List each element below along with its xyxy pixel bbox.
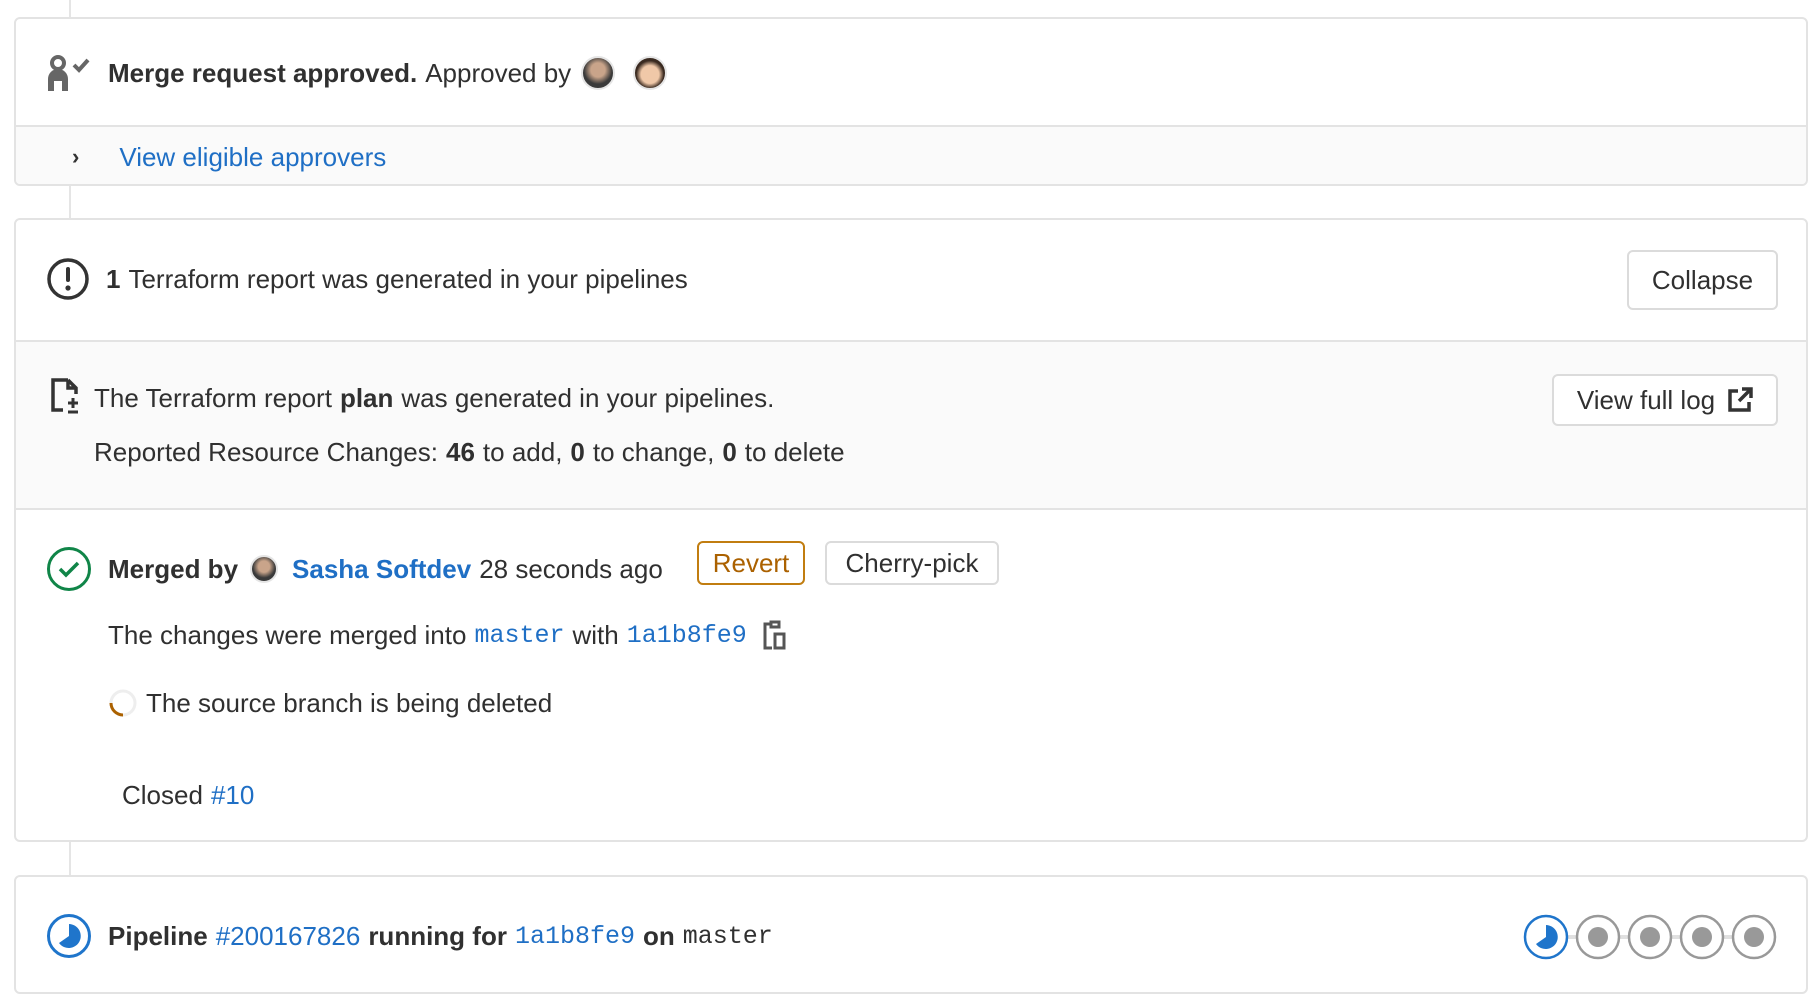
merged-by-user-link[interactable]: Sasha Softdev — [292, 553, 472, 584]
terraform-report-count: 1 — [106, 263, 121, 294]
changes-label: Reported Resource Changes: — [94, 436, 438, 467]
with-text: with — [572, 619, 619, 650]
pipeline-stages — [1523, 914, 1777, 960]
add-count: 46 — [445, 436, 475, 467]
stage-running[interactable] — [1523, 914, 1569, 960]
view-full-log-label: View full log — [1576, 384, 1716, 415]
pipeline-commit-link[interactable]: 1a1b8fe9 — [514, 921, 635, 951]
delete-label: to delete — [744, 436, 845, 467]
change-count: 0 — [570, 436, 585, 467]
stage-created[interactable] — [1627, 914, 1673, 960]
status-running-icon[interactable] — [46, 913, 92, 959]
view-eligible-approvers-link[interactable]: View eligible approvers — [119, 141, 387, 172]
terraform-merged-widget: 1 Terraform report was generated in your… — [14, 218, 1808, 842]
copy-clipboard-icon[interactable] — [763, 620, 787, 650]
chevron-right-icon[interactable]: › — [72, 144, 80, 169]
timeline-line — [69, 0, 71, 17]
timeline-line — [69, 186, 71, 218]
external-link-icon — [1728, 387, 1753, 412]
file-addition-icon — [51, 378, 78, 414]
commit-link[interactable]: 1a1b8fe9 — [626, 620, 747, 650]
stage-created[interactable] — [1575, 914, 1621, 960]
source-branch-status: The source branch is being deleted — [146, 687, 553, 718]
pipeline-branch: master — [682, 921, 773, 951]
terraform-report: The Terraform report plan was generated … — [16, 340, 1806, 510]
collapse-button[interactable]: Collapse — [1627, 250, 1778, 310]
success-check-icon — [47, 547, 91, 591]
view-full-log-button[interactable]: View full log — [1552, 374, 1778, 426]
pipeline-label: Pipeline — [108, 920, 208, 951]
timeline-line — [69, 842, 71, 875]
target-branch-link[interactable]: master — [474, 620, 565, 650]
stage-created[interactable] — [1731, 914, 1777, 960]
approval-title: Merge request approved. — [108, 57, 418, 88]
approval-icon — [48, 55, 90, 91]
loading-spinner-icon — [109, 689, 137, 717]
delete-count: 0 — [722, 436, 737, 467]
cherry-pick-button[interactable]: Cherry-pick — [825, 541, 999, 585]
closed-label: Closed — [122, 779, 203, 810]
avatar[interactable] — [250, 555, 279, 583]
merged-by-label: Merged by — [108, 553, 239, 584]
stage-created[interactable] — [1679, 914, 1725, 960]
report-text: was generated in your pipelines. — [401, 382, 775, 413]
warning-icon — [47, 258, 89, 300]
approval-widget: Merge request approved. Approved by › Vi… — [14, 17, 1808, 186]
add-label: to add, — [482, 436, 563, 467]
approvers-expander[interactable]: › View eligible approvers — [16, 125, 1806, 184]
report-text: The Terraform report — [94, 382, 332, 413]
merged-time: 28 seconds ago — [479, 553, 663, 584]
closed-issue-link[interactable]: #10 — [210, 779, 255, 810]
running-for-label: running for — [368, 920, 507, 951]
avatar[interactable] — [581, 56, 616, 90]
on-label: on — [642, 920, 675, 951]
merged-into-text: The changes were merged into — [108, 619, 467, 650]
revert-button[interactable]: Revert — [697, 541, 805, 585]
pipeline-id-link[interactable]: #200167826 — [215, 920, 361, 951]
pipeline-widget: Pipeline #200167826 running for 1a1b8fe9… — [14, 875, 1808, 994]
avatar[interactable] — [633, 56, 668, 90]
change-label: to change, — [592, 436, 715, 467]
approved-by-label: Approved by — [425, 57, 572, 88]
terraform-summary: Terraform report was generated in your p… — [128, 263, 688, 294]
report-name: plan — [339, 382, 394, 413]
